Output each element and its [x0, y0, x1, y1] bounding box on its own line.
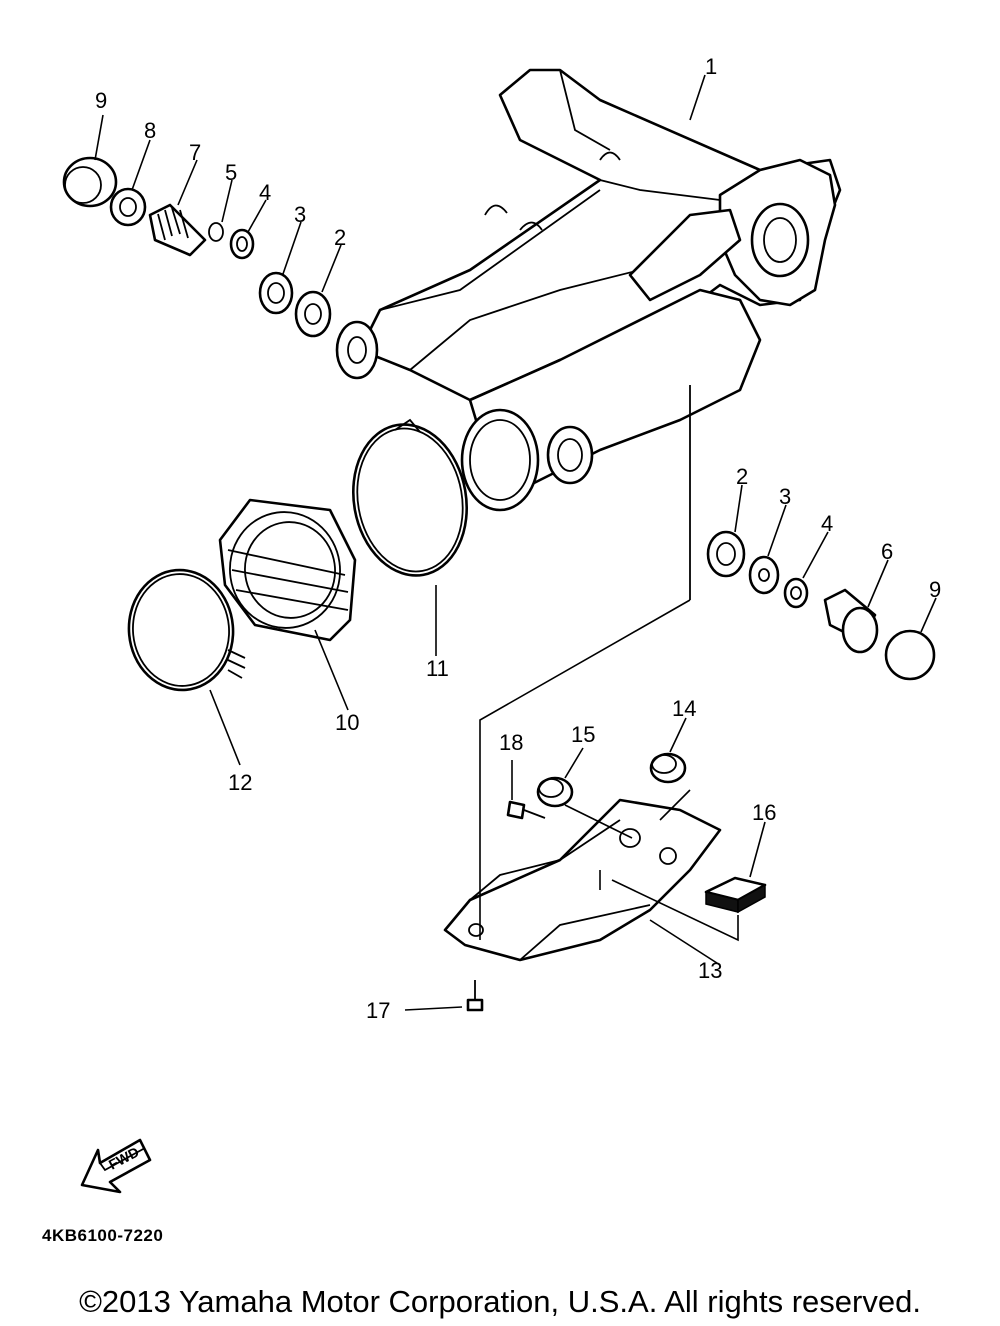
oil-seal-3-right	[748, 555, 780, 595]
bolt-17	[466, 980, 484, 1012]
bearing-2-right	[706, 530, 746, 578]
callout-18: 18	[499, 730, 523, 755]
callout-6: 6	[881, 539, 893, 564]
callout-3-left: 3	[294, 202, 306, 227]
oil-seal-3-left	[258, 271, 294, 315]
pad-16	[704, 876, 767, 914]
fwd-arrow-icon: FWD	[80, 1138, 152, 1194]
damper-15	[536, 776, 574, 808]
callout-2-right: 2	[736, 464, 748, 489]
diagram-code: 4KB6100-7220	[42, 1226, 164, 1245]
pivot-cap-9-right	[884, 629, 936, 681]
guard-13	[443, 798, 722, 962]
callout-14: 14	[672, 696, 696, 721]
callout-8: 8	[144, 118, 156, 143]
damper-14	[649, 752, 687, 784]
callout-9-right: 9	[929, 577, 941, 602]
locknut-8	[109, 187, 147, 227]
callout-15: 15	[571, 722, 595, 747]
callout-3-right: 3	[779, 484, 791, 509]
o-ring-5	[208, 222, 224, 242]
copyright-notice: ©2013 Yamaha Motor Corporation, U.S.A. A…	[79, 1284, 921, 1319]
callout-4-right: 4	[821, 511, 833, 536]
callout-12: 12	[228, 770, 252, 795]
callout-17: 17	[366, 998, 390, 1023]
callout-labels: 1 2 2 3 3 4 4 5 6 7 8 9 9 10 11 12 13 14…	[95, 54, 941, 1023]
callout-1: 1	[705, 54, 717, 79]
callout-2-left: 2	[334, 225, 346, 250]
leader-lines	[94, 74, 937, 1011]
callout-4-left: 4	[259, 180, 271, 205]
washer-4-left	[229, 228, 255, 260]
callout-16: 16	[752, 800, 776, 825]
callout-10: 10	[335, 710, 359, 735]
callout-9-left: 9	[95, 88, 107, 113]
bolt-18	[506, 800, 546, 820]
washer-4-right	[783, 577, 809, 609]
callout-5: 5	[225, 160, 237, 185]
callout-7: 7	[189, 140, 201, 165]
bearing-2-left	[294, 290, 332, 338]
swing-arm	[335, 68, 842, 600]
callout-11: 11	[426, 656, 449, 681]
callout-13: 13	[698, 958, 722, 983]
pivot-shaft-7	[148, 203, 207, 257]
band-11	[351, 418, 469, 577]
pivot-bolt-6	[823, 588, 879, 654]
band-12	[127, 568, 246, 692]
boot-10	[218, 498, 357, 642]
pivot-cap-9	[62, 156, 118, 208]
